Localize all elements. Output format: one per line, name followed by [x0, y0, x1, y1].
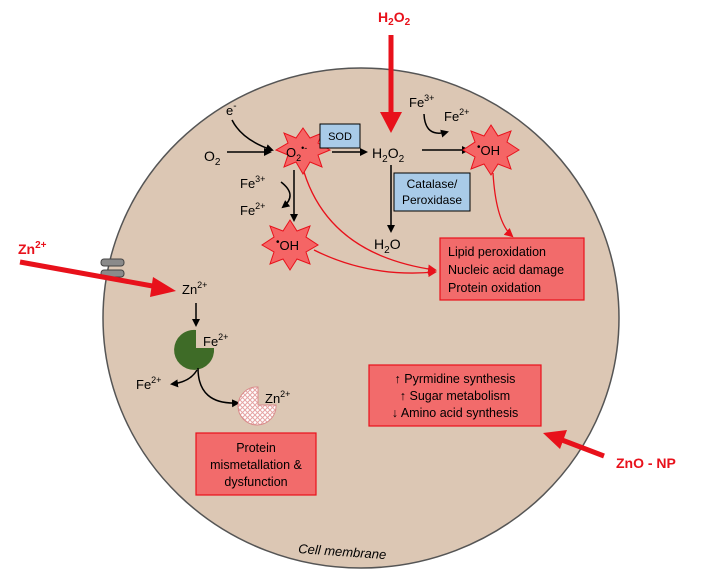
fenton-top-iron-arrow	[423, 113, 449, 138]
oh-top-damage-arrow	[492, 172, 514, 238]
oh-left-burst	[261, 219, 319, 271]
damage-item-2: Nucleic acid damage	[448, 263, 564, 277]
catalase-line-2: Peroxidase	[402, 193, 462, 207]
zno-np-label: ZnO - NP	[616, 455, 676, 471]
cell-body	[102, 67, 620, 569]
metabolism-item-2: ↑ Sugar metabolism	[400, 389, 510, 403]
fe2-released-label: Fe2+	[136, 375, 161, 392]
oh-top-label: •OH	[477, 142, 500, 158]
mismetallation-line-3: dysfunction	[224, 475, 287, 489]
h2o2-external: H2O2	[378, 9, 411, 133]
superoxide-damage-arrow	[303, 171, 437, 274]
sod-box	[319, 123, 361, 149]
electron-label: e-	[226, 101, 237, 118]
zn-inside-label: Zn2+	[182, 280, 207, 297]
fe2-left-label: Fe2+	[240, 201, 265, 218]
h2o-label: H2O	[374, 236, 401, 256]
h2o2-external-label: H2O2	[378, 9, 411, 28]
zn-external: Zn2+	[18, 240, 176, 297]
fe2-enzyme-label: Fe2+	[203, 332, 228, 349]
metabolism-item-3: ↓ Amino acid synthesis	[392, 406, 518, 420]
fe3-left-label: Fe3+	[240, 174, 265, 191]
catalase-box	[393, 172, 471, 212]
sod-label: SOD	[328, 131, 352, 143]
h2o2-inner-label: H2O2	[372, 145, 405, 165]
fe-release-arrow	[170, 369, 198, 388]
oh-left-damage-arrow	[313, 249, 437, 278]
damage-box	[439, 237, 585, 301]
zno-np-external: ZnO - NP	[543, 430, 676, 471]
damage-item-1: Lipid peroxidation	[448, 245, 546, 259]
oh-left-label: •OH	[276, 237, 299, 253]
zn-enzyme-label: Zn2+	[265, 389, 290, 406]
enzyme-green	[174, 329, 215, 370]
fe2-top-label: Fe2+	[444, 107, 469, 124]
oh-top-burst	[462, 124, 520, 176]
fe3-top-label: Fe3+	[409, 93, 434, 110]
zn-external-label: Zn2+	[18, 240, 47, 257]
metabolism-box	[368, 364, 542, 427]
superoxide-label: O2•-	[286, 143, 307, 163]
metal-swap-arrow	[197, 367, 240, 408]
o2-label: O2	[204, 148, 221, 168]
fenton-left-iron-arrow	[280, 181, 291, 209]
mismetallation-box	[195, 432, 317, 496]
cell-membrane-label: Cell membrane	[298, 541, 387, 562]
damage-item-3: Protein oxidation	[448, 281, 541, 295]
enzyme-hatched	[237, 386, 277, 426]
mismetallation-line-1: Protein	[236, 441, 276, 455]
metabolism-item-1: ↑ Pyrmidine synthesis	[395, 372, 516, 386]
superoxide-burst	[274, 127, 332, 175]
mismetallation-line-2: mismetallation &	[210, 458, 302, 472]
catalase-line-1: Catalase/	[407, 177, 458, 191]
